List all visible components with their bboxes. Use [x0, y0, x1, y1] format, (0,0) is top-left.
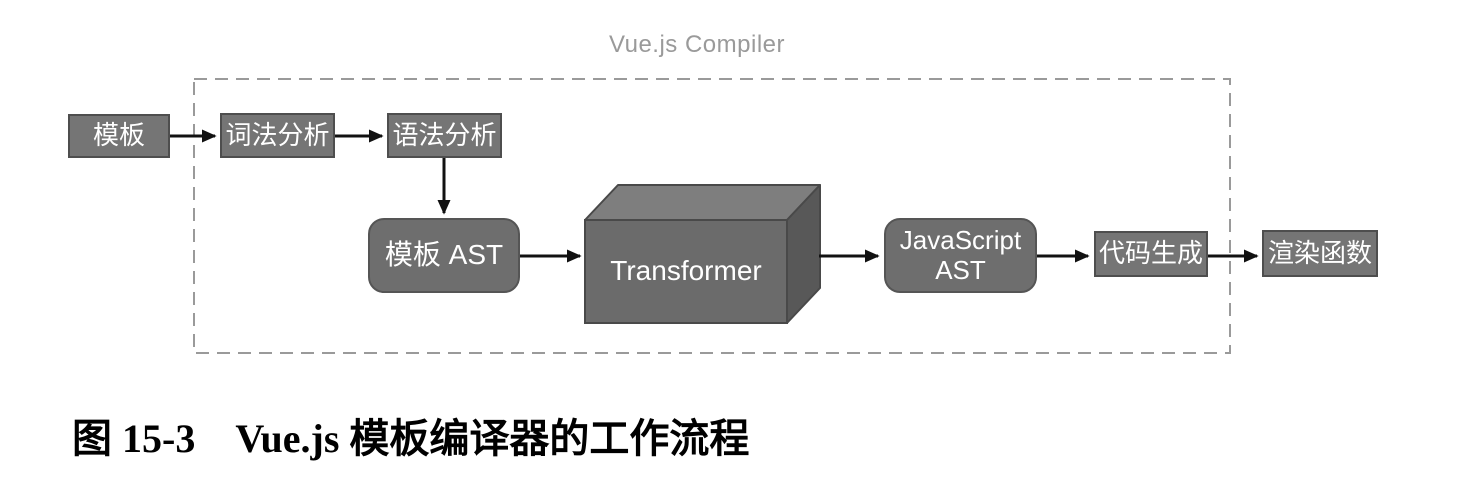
figure-caption: 图 15-3 Vue.js 模板编译器的工作流程 [72, 406, 749, 464]
node-template: 模板 [68, 114, 170, 158]
node-code-generation-label: 代码生成 [1098, 238, 1203, 269]
node-transformer: Transformer [585, 220, 787, 323]
transformer-cube [584, 184, 821, 324]
node-javascript-ast-label-line2: AST [935, 254, 986, 285]
node-syntactic-analysis-label: 语法分析 [392, 119, 497, 150]
node-render-function-label: 渲染函数 [1267, 237, 1372, 268]
compiler-boundary-box [193, 78, 1231, 354]
cube-top-face [584, 184, 821, 221]
node-lexical-analysis-label: 词法分析 [225, 119, 330, 150]
node-code-generation: 代码生成 [1094, 231, 1208, 277]
node-javascript-ast: JavaScript AST [884, 218, 1037, 293]
node-render-function: 渲染函数 [1262, 230, 1378, 277]
node-syntactic-analysis: 语法分析 [387, 113, 502, 158]
node-javascript-ast-label-line1: JavaScript [899, 224, 1022, 255]
cube-front-face [584, 219, 788, 324]
node-transformer-label: Transformer [610, 255, 762, 287]
figure-caption-number: 图 15-3 [72, 416, 196, 461]
node-template-label: 模板 [92, 120, 145, 151]
node-template-ast-label: 模板 AST [384, 239, 504, 271]
diagram-title: Vue.js Compiler [608, 31, 785, 58]
node-lexical-analysis: 词法分析 [220, 113, 335, 158]
node-template-ast: 模板 AST [368, 218, 520, 293]
figure-caption-text: Vue.js 模板编译器的工作流程 [235, 416, 750, 461]
